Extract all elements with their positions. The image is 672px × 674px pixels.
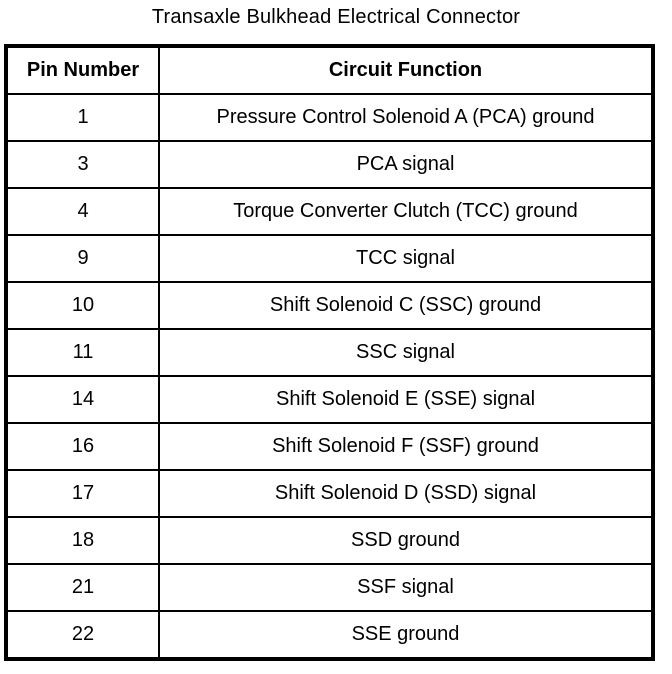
circuit-function-cell: Pressure Control Solenoid A (PCA) ground	[158, 93, 654, 142]
circuit-function-cell: SSD ground	[158, 516, 654, 565]
header-row: Pin Number Circuit Function	[5, 45, 654, 95]
pin-number-cell: 22	[5, 610, 160, 660]
pin-number-cell: 1	[5, 93, 160, 142]
circuit-function-cell: SSF signal	[158, 563, 654, 612]
circuit-function-cell: Shift Solenoid C (SSC) ground	[158, 281, 654, 330]
circuit-function-header: Circuit Function	[158, 45, 654, 95]
pin-number-cell: 3	[5, 140, 160, 189]
circuit-function-cell: PCA signal	[158, 140, 654, 189]
circuit-function-cell: Shift Solenoid D (SSD) signal	[158, 469, 654, 518]
pin-number-header: Pin Number	[5, 45, 160, 95]
circuit-function-cell: Torque Converter Clutch (TCC) ground	[158, 187, 654, 236]
pin-number-cell: 10	[5, 281, 160, 330]
pin-number-cell: 4	[5, 187, 160, 236]
pin-number-cell: 16	[5, 422, 160, 471]
pin-number-cell: 9	[5, 234, 160, 283]
circuit-function-cell: SSC signal	[158, 328, 654, 377]
circuit-function-cell: Shift Solenoid E (SSE) signal	[158, 375, 654, 424]
circuit-function-cell: Shift Solenoid F (SSF) ground	[158, 422, 654, 471]
pin-number-cell: 17	[5, 469, 160, 518]
circuit-function-cell: SSE ground	[158, 610, 654, 660]
pin-number-cell: 21	[5, 563, 160, 612]
pin-number-cell: 18	[5, 516, 160, 565]
page-title: Transaxle Bulkhead Electrical Connector	[151, 6, 521, 28]
pin-number-cell: 11	[5, 328, 160, 377]
pin-number-cell: 14	[5, 375, 160, 424]
circuit-function-cell: TCC signal	[158, 234, 654, 283]
